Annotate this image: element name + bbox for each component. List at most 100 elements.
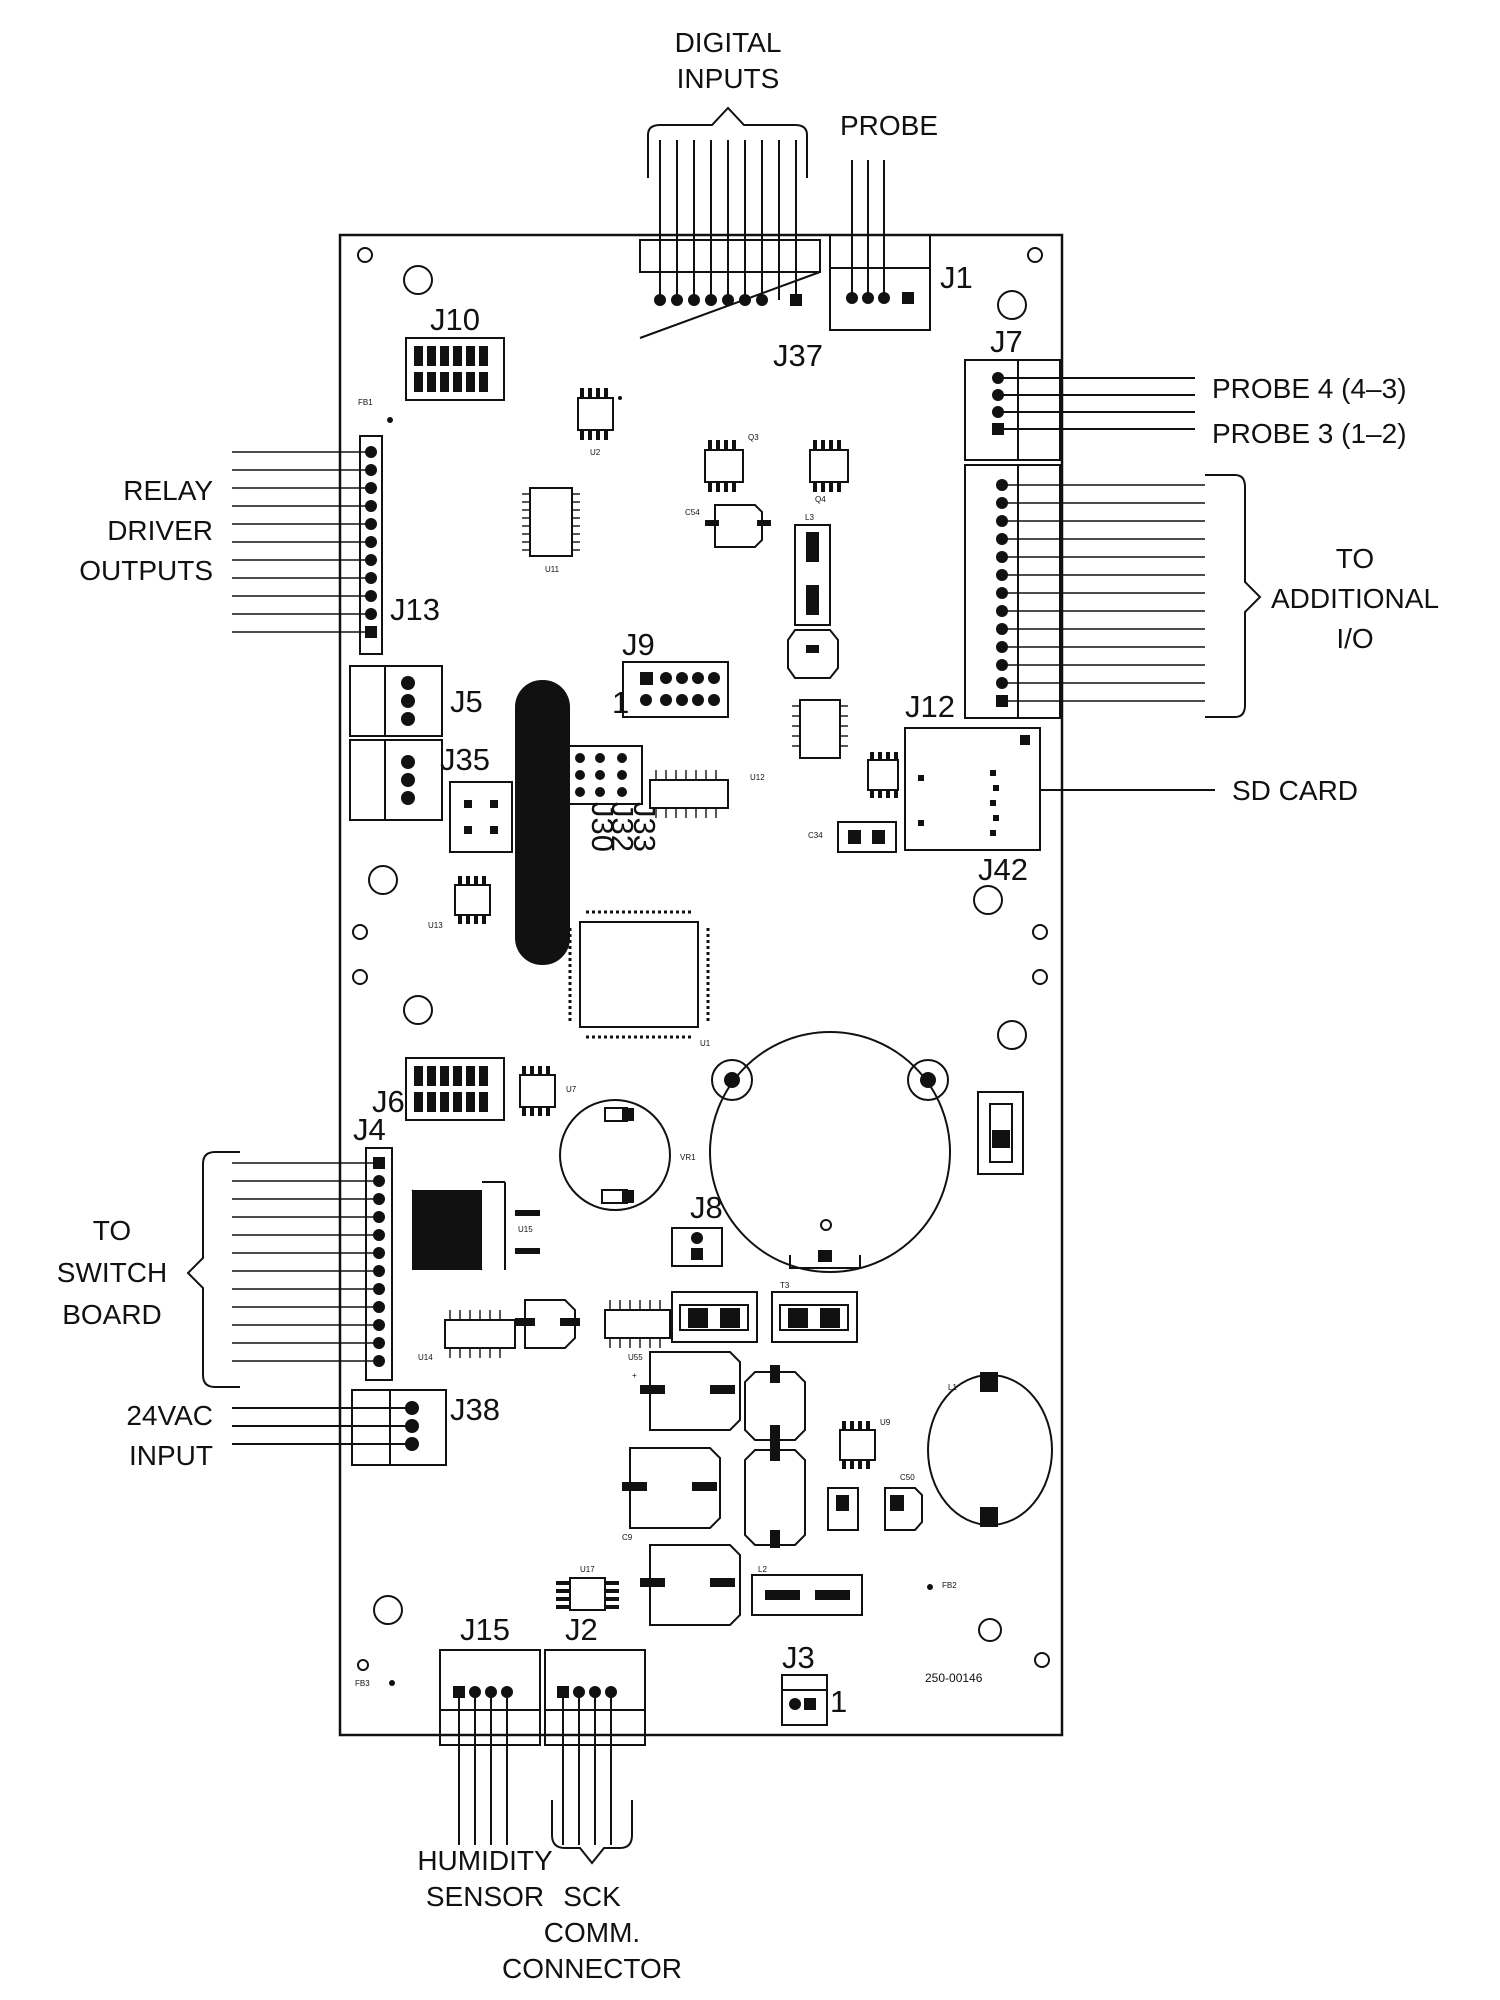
j5-label: J5 bbox=[450, 684, 483, 719]
j5-connector: J5 bbox=[349, 665, 483, 737]
digital-inputs-label-line1: DIGITAL bbox=[675, 27, 782, 58]
sd-card-label: SD CARD bbox=[1232, 775, 1358, 806]
j1-connector bbox=[829, 234, 931, 331]
vr1-regulator: VR1 bbox=[559, 1099, 696, 1211]
j6-label: J6 bbox=[372, 1084, 405, 1119]
vac-label-line2: INPUT bbox=[129, 1440, 213, 1471]
small-diodes: C50 bbox=[827, 1473, 923, 1531]
l3-label: L3 bbox=[805, 513, 814, 522]
humidity-label-line2: SENSOR bbox=[426, 1881, 544, 1912]
j37-plug bbox=[639, 239, 821, 273]
j4-label: J4 bbox=[353, 1112, 386, 1147]
j3-pin1-label: 1 bbox=[830, 1684, 847, 1719]
u2-label: U2 bbox=[590, 448, 601, 457]
switch-board-label-line2: SWITCH bbox=[57, 1257, 167, 1288]
j35-area: J35 bbox=[349, 739, 513, 853]
j9-label: J9 bbox=[622, 627, 655, 662]
j10-connector: J10 bbox=[405, 302, 505, 401]
part-number: 250-00146 bbox=[925, 1671, 983, 1685]
sd-card-group: J12 SD CARD J42 bbox=[904, 689, 1358, 887]
relay-label-line1: RELAY bbox=[123, 475, 213, 506]
u2-chip: U2 bbox=[577, 388, 622, 457]
c37-capacitor bbox=[524, 1299, 576, 1349]
j38-connector bbox=[351, 1389, 447, 1466]
u15-chip: U15 bbox=[411, 1181, 540, 1271]
c34-capacitor: C34 bbox=[808, 821, 897, 853]
c36-capacitor bbox=[787, 629, 839, 679]
sck-label-line2: COMM. bbox=[544, 1917, 640, 1948]
sck-label-line3: CONNECTOR bbox=[502, 1953, 682, 1984]
t3-label: T3 bbox=[780, 1281, 790, 1290]
u9-chip: U9 bbox=[839, 1418, 891, 1469]
j42-label: J42 bbox=[978, 852, 1028, 887]
vr1-label: VR1 bbox=[680, 1153, 696, 1162]
u17-label: U17 bbox=[580, 1565, 595, 1574]
l2-label: L2 bbox=[758, 1565, 767, 1574]
u11-chip: U11 bbox=[522, 487, 580, 574]
u13-chip: U13 bbox=[428, 876, 491, 930]
j38-vac-group: J38 24VAC INPUT bbox=[126, 1389, 500, 1471]
t1-relay bbox=[671, 1291, 758, 1343]
j12-label: J12 bbox=[905, 689, 955, 724]
circuit-board-outline bbox=[338, 233, 1064, 1737]
c54-label: C54 bbox=[685, 508, 700, 517]
u12-chip: U12 bbox=[649, 770, 765, 818]
u1-label: U1 bbox=[700, 1039, 711, 1048]
q4-label: Q4 bbox=[815, 495, 826, 504]
q3-label: Q3 bbox=[748, 433, 759, 442]
l3-inductor: L3 bbox=[794, 513, 831, 626]
u9-label: U9 bbox=[880, 1418, 891, 1427]
probe-label: PROBE bbox=[840, 110, 938, 141]
digital-inputs-label-line2: INPUTS bbox=[677, 63, 780, 94]
j2-label: J2 bbox=[565, 1612, 598, 1647]
l2-inductor: L2 bbox=[751, 1565, 863, 1616]
fb1-label: FB1 bbox=[358, 398, 373, 407]
j33-label: J33 bbox=[627, 802, 662, 852]
u7-label: U7 bbox=[566, 1085, 577, 1094]
t2-switch bbox=[977, 1091, 1024, 1175]
vac-label-line1: 24VAC bbox=[126, 1400, 213, 1431]
digital-input-wires bbox=[659, 140, 797, 300]
probe-j1-group: PROBE J1 bbox=[829, 110, 973, 331]
probe3-label: PROBE 3 (1–2) bbox=[1212, 418, 1407, 449]
l1-label: L1 bbox=[948, 1383, 957, 1392]
battery-capsule bbox=[515, 680, 570, 965]
j1-label: J1 bbox=[940, 260, 973, 295]
c54-capacitor: C54 bbox=[685, 504, 771, 548]
additional-io-label-line3: I/O bbox=[1336, 623, 1373, 654]
j7-label: J7 bbox=[990, 324, 1023, 359]
j7-probe-group: J7 PROBE 4 (4–3) PROBE 3 (1–2) bbox=[964, 324, 1407, 461]
j6-connector: J6 bbox=[372, 1057, 505, 1121]
svg-text:+: + bbox=[632, 1371, 637, 1380]
relay-label-line3: OUTPUTS bbox=[79, 555, 213, 586]
j10-label: J10 bbox=[430, 302, 480, 337]
lower-capacitors: + C9 bbox=[622, 1351, 806, 1626]
j30-label: J30 bbox=[585, 802, 620, 852]
j8-label: J8 bbox=[690, 1190, 723, 1225]
j13-label: J13 bbox=[390, 592, 440, 627]
j15-humidity-group: J15 HUMIDITY SENSOR bbox=[417, 1612, 553, 1912]
u13-label: U13 bbox=[428, 921, 443, 930]
j3-connector: J3 1 bbox=[781, 1640, 847, 1726]
sd-card-slot bbox=[904, 727, 1041, 851]
additional-io-label-line1: TO bbox=[1336, 543, 1374, 574]
c50-label: C50 bbox=[900, 1473, 915, 1482]
digital-inputs-group: DIGITAL INPUTS J37 bbox=[639, 27, 823, 373]
switch-board-label-line3: BOARD bbox=[62, 1299, 162, 1330]
j37-label: J37 bbox=[773, 338, 823, 373]
additional-io-connector: TO ADDITIONAL I/O bbox=[964, 464, 1439, 719]
j9-connector: J9 1 bbox=[612, 627, 729, 720]
j2-sck-group: J2 SCK COMM. CONNECTOR bbox=[502, 1612, 682, 1984]
u55-label: U55 bbox=[628, 1353, 643, 1362]
u14-chip: U14 bbox=[418, 1310, 516, 1362]
c34-label: C34 bbox=[808, 831, 823, 840]
j1-pins bbox=[846, 292, 914, 304]
j4-connector bbox=[365, 1147, 393, 1381]
additional-io-label-line2: ADDITIONAL bbox=[1271, 583, 1439, 614]
fb2-label: FB2 bbox=[942, 1581, 957, 1590]
u17-chip: U17 bbox=[556, 1565, 619, 1611]
u7-chip: U7 bbox=[519, 1066, 577, 1116]
l1-inductor: L1 bbox=[927, 1372, 1053, 1527]
u10-chip bbox=[792, 699, 848, 759]
